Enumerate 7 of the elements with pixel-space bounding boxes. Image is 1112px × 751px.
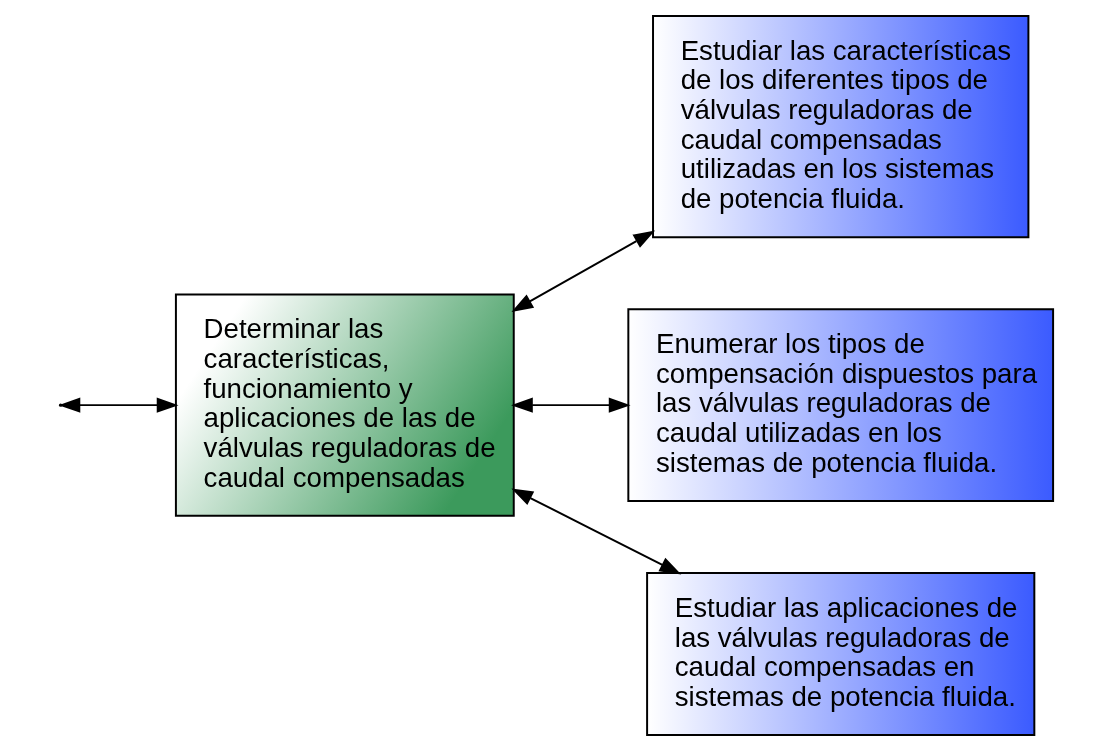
- node-box: Determinar las características, funcionamiento y aplicaciones de las de válvulas reguladoras de caudal compensadas: [174, 293, 515, 517]
- node-box: Estudiar las aplicaciones de las válvulas reguladoras de caudal compensadas en sistemas de potencia fluida.: [645, 572, 1035, 737]
- arrow: [510, 397, 631, 413]
- arrow: [510, 488, 681, 575]
- node-box: Enumerar los tipos de compensación dispuestos para las válvulas reguladoras de caudal utilizadas en los sistemas de potencia fluida.: [626, 308, 1054, 502]
- node-box: Estudiar las características de los diferentes tipos de válvulas reguladoras de caudal compensadas utilizadas en los sistemas de potencia fluida.: [651, 14, 1029, 239]
- arrow: [510, 230, 655, 312]
